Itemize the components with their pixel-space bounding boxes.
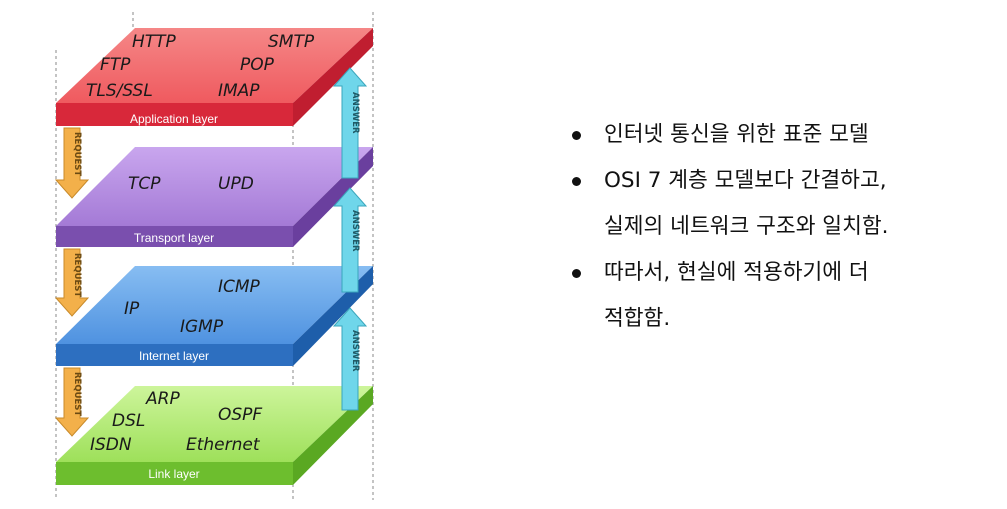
- bullet-text: 실제의 네트워크 구조와 일치함.: [604, 214, 889, 239]
- protocol-ip: IP: [124, 299, 140, 319]
- bullet-text: 따라서, 현실에 적용하기에 더: [604, 260, 869, 285]
- tcp-ip-layer-diagram: Link layer ARP OSPF DSL ISDN Ethernet In…: [54, 12, 374, 500]
- protocol-imap: IMAP: [218, 81, 260, 101]
- protocol-ethernet: Ethernet: [186, 435, 261, 455]
- application-layer-side: [293, 28, 373, 126]
- protocol-http: HTTP: [132, 32, 177, 52]
- protocol-isdn: ISDN: [90, 435, 132, 455]
- request-arrow-2: REQUEST: [54, 248, 90, 317]
- request-label-2: REQUEST: [72, 253, 82, 297]
- protocol-igmp: IGMP: [180, 317, 224, 337]
- bullet-item: 따라서, 현실에 적용하기에 더 적합함.: [568, 250, 988, 342]
- internet-layer-top: [56, 266, 373, 344]
- link-layer-front: [56, 462, 293, 485]
- request-arrows: REQUEST REQUEST REQUEST: [54, 127, 90, 437]
- protocol-arp: ARP: [145, 389, 180, 409]
- answer-arrow-3: ANSWER: [332, 307, 368, 411]
- layer-label-application: Application layer: [130, 112, 218, 126]
- protocol-ftp: FTP: [100, 55, 131, 75]
- answer-label-3: ANSWER: [350, 330, 360, 372]
- internet-layer: Internet layer ICMP IP IGMP: [56, 266, 373, 366]
- internet-layer-front: [56, 344, 293, 366]
- bullet-item: 인터넷 통신을 위한 표준 모델: [568, 112, 988, 158]
- protocol-tls-ssl: TLS/SSL: [86, 81, 153, 101]
- protocol-pop: POP: [240, 55, 275, 75]
- request-arrow-1: REQUEST: [54, 127, 90, 199]
- application-layer-front: [56, 103, 293, 126]
- answer-label-2: ANSWER: [350, 210, 360, 252]
- request-arrow-3: REQUEST: [54, 367, 90, 437]
- bullet-text: 인터넷 통신을 위한 표준 모델: [604, 122, 869, 147]
- answer-arrows: ANSWER ANSWER ANSWER: [332, 67, 368, 411]
- bullet-text: OSI 7 계층 모델보다 간결하고,: [604, 168, 887, 193]
- answer-label-1: ANSWER: [350, 92, 360, 134]
- answer-arrow-1: ANSWER: [332, 67, 368, 179]
- layer-label-link: Link layer: [148, 467, 199, 481]
- transport-layer-front: [56, 226, 293, 247]
- protocol-upd: UPD: [218, 174, 254, 194]
- layer-label-transport: Transport layer: [134, 231, 214, 245]
- transport-layer-top: [56, 147, 373, 226]
- protocol-smtp: SMTP: [268, 32, 315, 52]
- application-layer-top: [56, 28, 373, 103]
- answer-arrow-2: ANSWER: [332, 187, 368, 293]
- bullet-text: 적합함.: [604, 306, 671, 331]
- link-layer-side: [293, 386, 373, 485]
- request-label-3: REQUEST: [72, 372, 82, 416]
- request-label-1: REQUEST: [72, 132, 82, 176]
- application-layer: Application layer HTTP SMTP FTP POP TLS/…: [56, 28, 373, 126]
- protocol-icmp: ICMP: [218, 277, 261, 297]
- protocol-tcp: TCP: [128, 174, 161, 194]
- bullet-list: 인터넷 통신을 위한 표준 모델 OSI 7 계층 모델보다 간결하고, 실제의…: [568, 112, 988, 342]
- protocol-dsl: DSL: [112, 411, 145, 431]
- link-layer: Link layer ARP OSPF DSL ISDN Ethernet: [56, 386, 373, 485]
- protocol-ospf: OSPF: [218, 405, 262, 425]
- layer-label-internet: Internet layer: [139, 349, 209, 363]
- bullet-item: OSI 7 계층 모델보다 간결하고, 실제의 네트워크 구조와 일치함.: [568, 158, 988, 250]
- link-layer-top: [56, 386, 373, 462]
- transport-layer: Transport layer TCP UPD: [56, 147, 373, 247]
